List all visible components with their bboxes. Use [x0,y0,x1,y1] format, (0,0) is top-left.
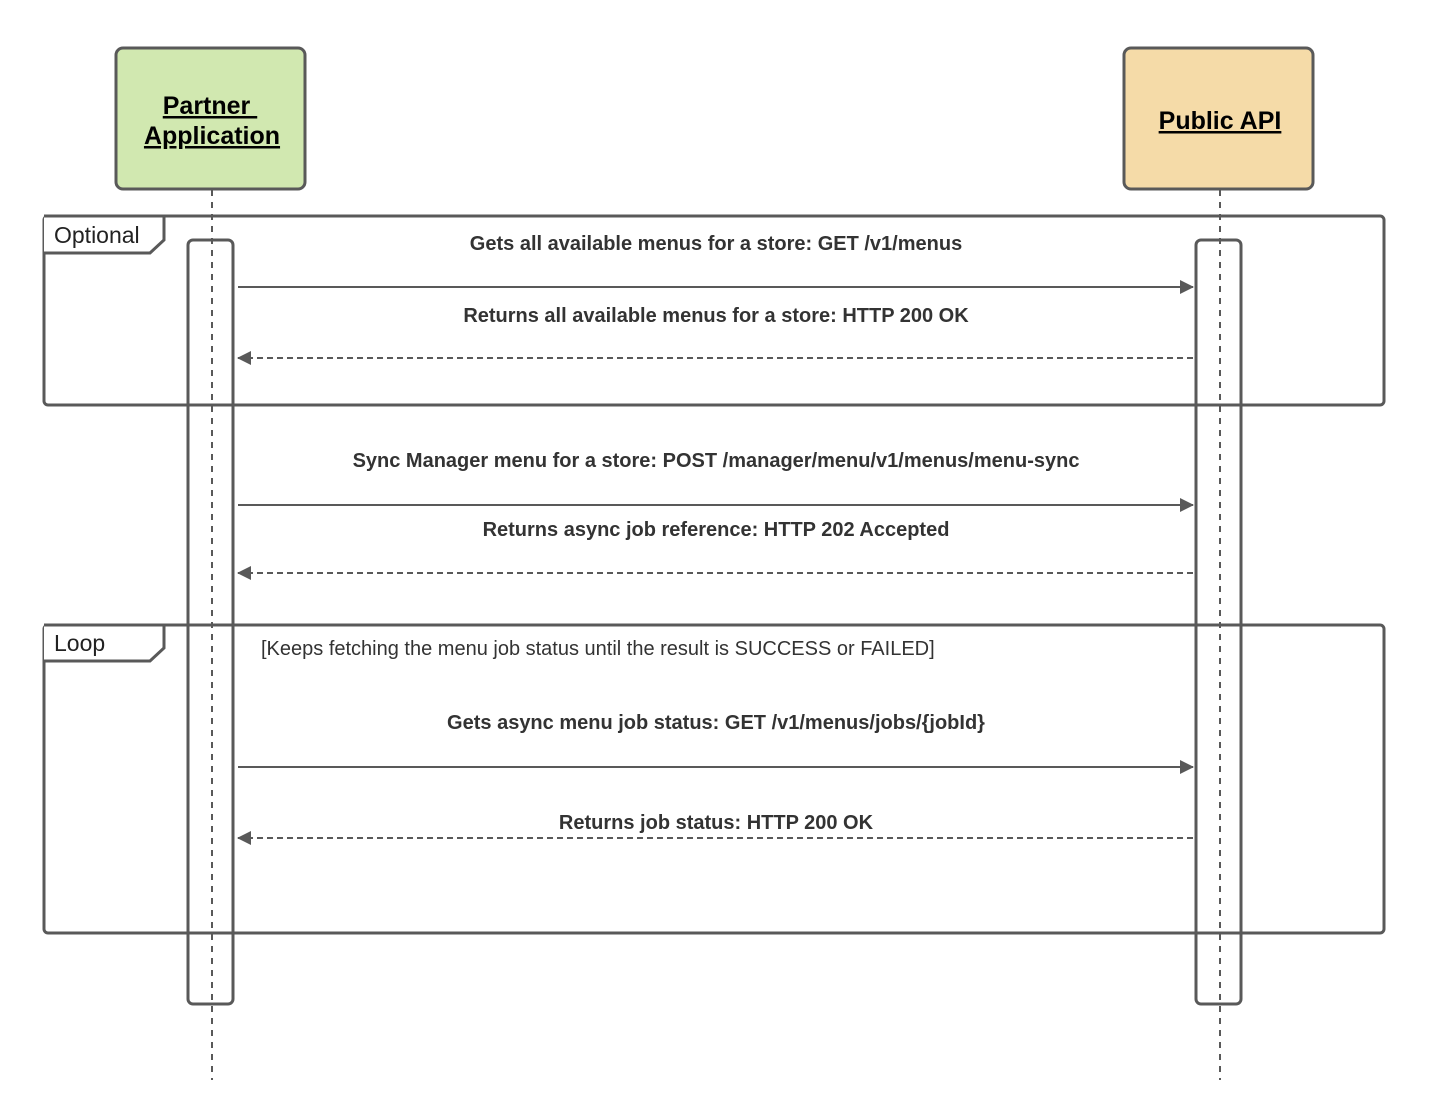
loop-frame-tag: Loop [54,630,105,656]
message-6-label: Returns job status: HTTP 200 OK [559,812,874,834]
message-3-label: Sync Manager menu for a store: POST /man… [353,450,1080,472]
loop-frame: Loop [Keeps fetching the menu job status… [42,623,1386,935]
partner-activation-bar [186,238,235,1006]
message-4: Returns async job reference: HTTP 202 Ac… [237,519,1193,580]
message-5-label: Gets async menu job status: GET /v1/menu… [447,712,985,734]
partner-participant-title-line2: Application [144,122,280,150]
partner-participant-title-line1: Partner [163,92,257,120]
loop-frame-tab [44,623,166,663]
message-1-label: Gets all available menus for a store: GE… [470,233,962,255]
message-2: Returns all available menus for a store:… [237,305,1193,365]
message-2-label: Returns all available menus for a store:… [463,305,969,327]
message-6: Returns job status: HTTP 200 OK [237,812,1193,845]
api-participant-box [1122,46,1315,191]
loop-guard-text: [Keeps fetching the menu job status unti… [261,638,935,660]
optional-frame: Optional [42,214,1386,407]
api-participant: Public API [1122,46,1315,191]
message-5: Gets async menu job status: GET /v1/menu… [238,712,1194,774]
optional-frame-tag: Optional [54,222,140,248]
message-4-label: Returns async job reference: HTTP 202 Ac… [483,519,950,541]
partner-participant: Partner Application [114,46,307,191]
partner-participant-box [114,46,307,191]
api-activation-bar [1194,238,1243,1006]
message-1: Gets all available menus for a store: GE… [238,233,1194,294]
optional-frame-tab [44,214,166,255]
message-3: Sync Manager menu for a store: POST /man… [238,450,1194,512]
api-participant-title: Public API [1159,107,1282,135]
